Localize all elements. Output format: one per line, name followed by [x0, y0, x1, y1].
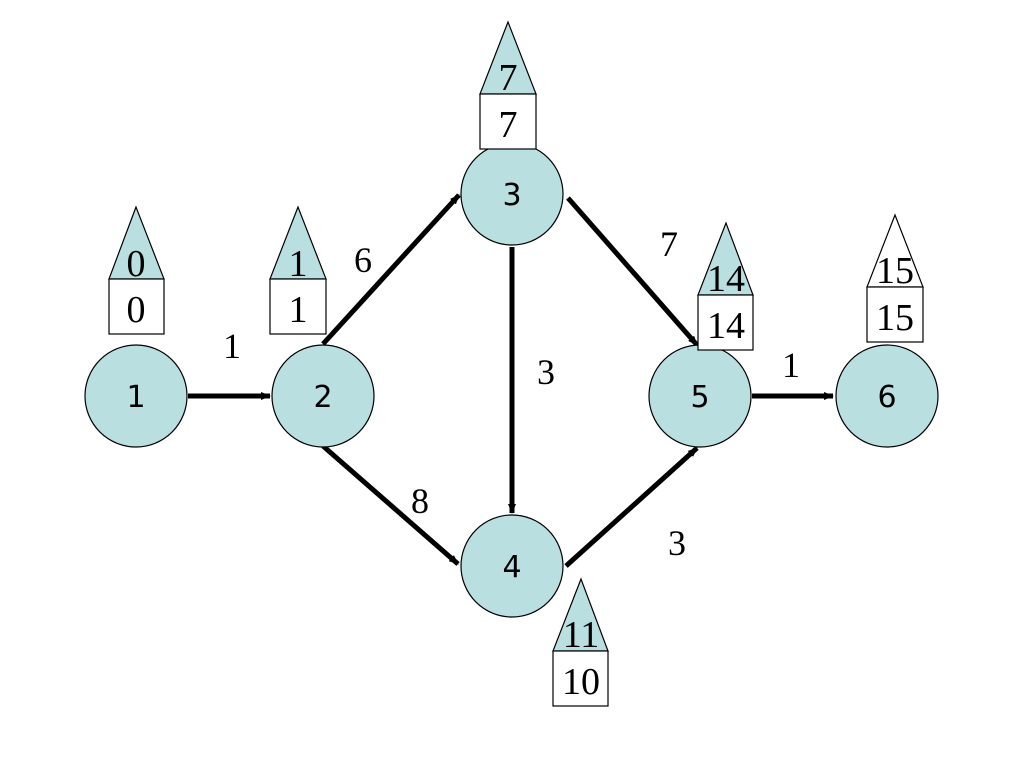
earliest-time-value: 15 [876, 250, 914, 292]
node-label: 6 [877, 380, 896, 415]
edge-weight-3-5: 7 [660, 224, 678, 264]
edge-weight-4-5: 3 [668, 523, 686, 563]
earliest-time-value: 1 [289, 243, 308, 285]
edge-weight-1-2: 1 [223, 326, 241, 366]
latest-time-box [269, 278, 327, 335]
earliest-time-value: 11 [563, 614, 600, 656]
edge-weight-2-3: 6 [354, 240, 372, 280]
edge-weight-2-4: 8 [411, 481, 429, 521]
latest-time-box [479, 93, 537, 150]
node-label: 2 [313, 380, 332, 415]
latest-time-box [697, 294, 754, 351]
latest-time-value: 14 [707, 305, 745, 347]
latest-time-box [108, 278, 165, 335]
time-marker-node-5: 14 14 [697, 221, 754, 351]
node-label: 3 [502, 178, 521, 213]
node-circle [271, 344, 375, 448]
node-label: 4 [502, 550, 521, 585]
node-circle [84, 344, 188, 448]
node-2: 2 [271, 344, 375, 448]
time-marker-node-1: 0 0 [108, 205, 165, 335]
time-marker-node-4: 11 10 [552, 577, 609, 707]
earliest-time-value: 0 [127, 243, 146, 285]
edge-weight-3-4: 3 [537, 352, 555, 392]
node-label: 1 [126, 380, 145, 415]
latest-time-value: 10 [562, 661, 600, 703]
node-circle [460, 514, 564, 618]
time-marker-node-3: 7 7 [479, 20, 537, 150]
latest-time-box [552, 650, 609, 707]
earliest-time-value: 14 [707, 258, 745, 300]
edge-2-4 [321, 444, 460, 566]
node-label: 5 [690, 380, 709, 415]
node-4: 4 [460, 514, 564, 618]
edge-3-5 [566, 196, 699, 347]
edges [188, 193, 834, 568]
latest-time-value: 7 [499, 104, 518, 146]
latest-time-box [866, 286, 924, 343]
node-1: 1 [84, 344, 188, 448]
time-marker-node-2: 1 1 [269, 205, 327, 335]
nodes: 1 2 3 4 5 6 [84, 142, 939, 618]
latest-time-value: 15 [876, 297, 914, 339]
edge-4-5 [564, 446, 699, 568]
node-5: 5 [648, 344, 752, 448]
time-marker-node-6: 15 15 [866, 213, 924, 343]
node-circle [835, 344, 939, 448]
latest-time-value: 1 [289, 289, 308, 331]
time-markers: 0 0 1 1 7 7 11 10 14 14 [108, 20, 924, 707]
node-3: 3 [460, 142, 564, 246]
latest-time-value: 0 [127, 289, 146, 331]
edge-weights: 1 6 8 3 7 3 1 [223, 224, 800, 563]
earliest-time-value: 7 [499, 57, 518, 99]
edge-weight-5-6: 1 [782, 345, 800, 385]
edge-2-3 [321, 193, 461, 346]
node-6: 6 [835, 344, 939, 448]
